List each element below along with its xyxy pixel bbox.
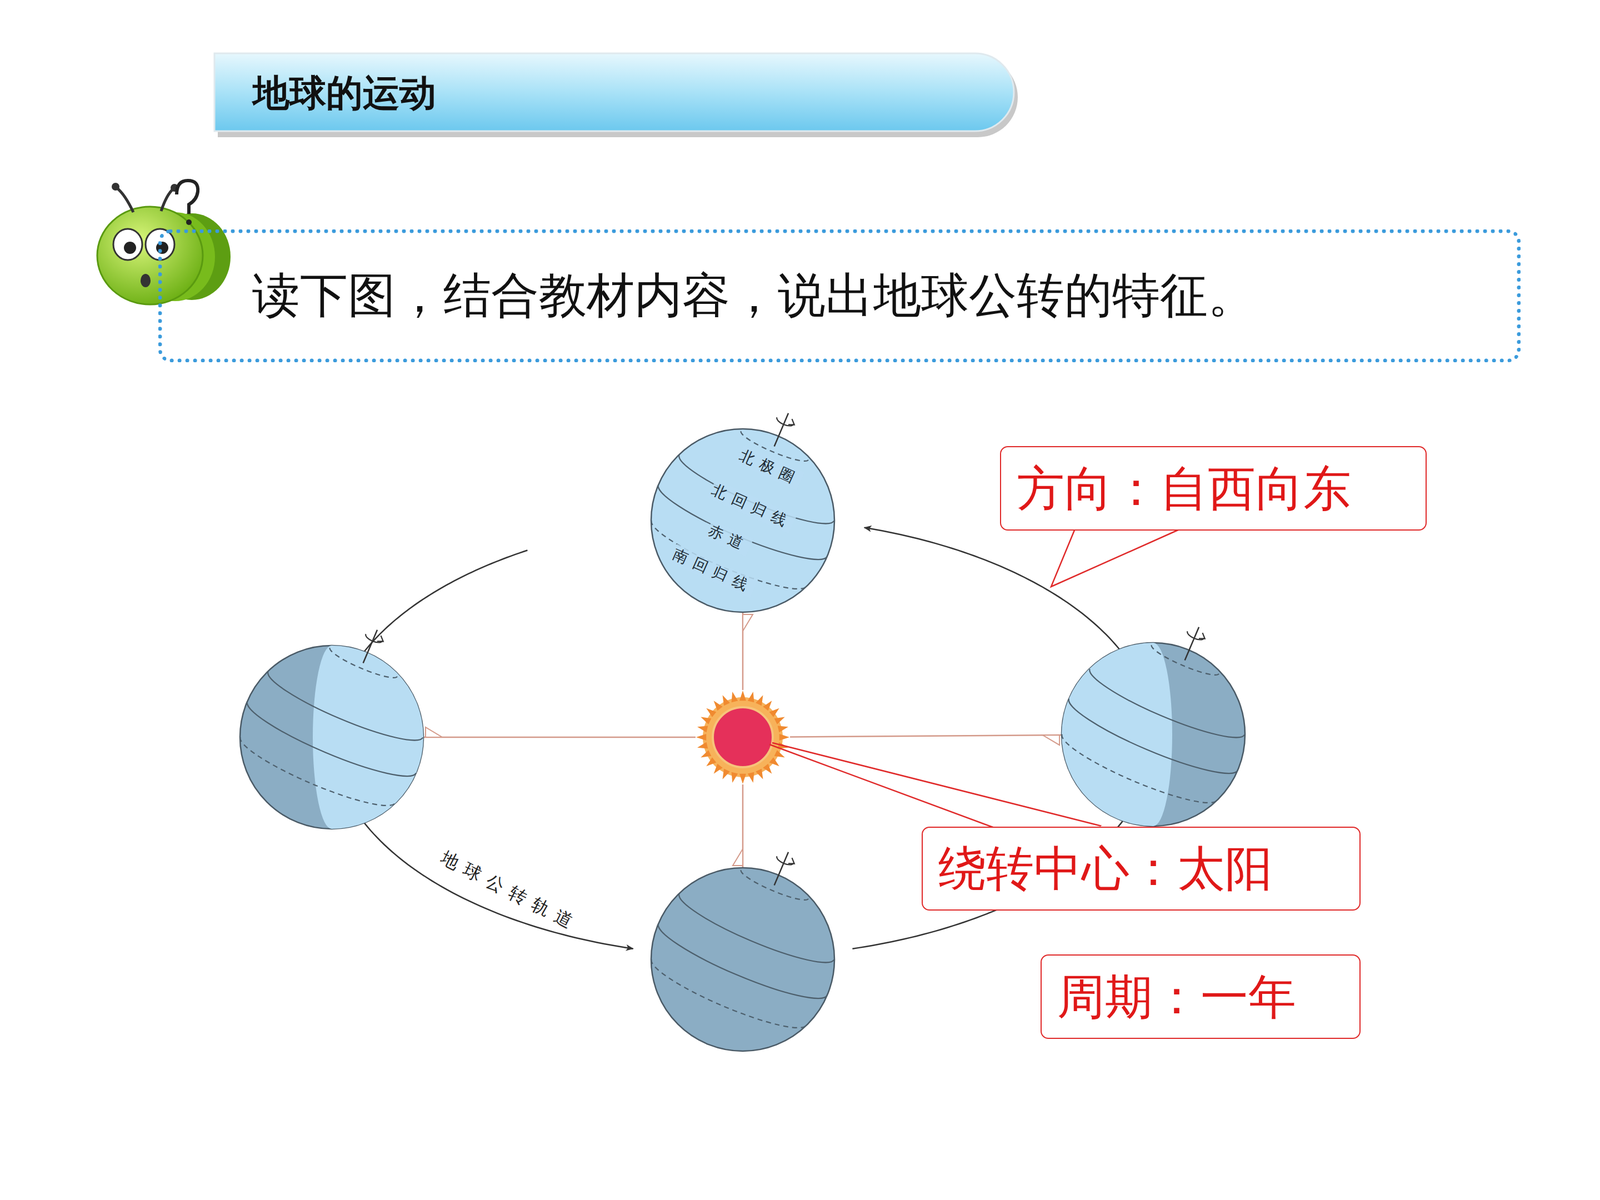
sun-ray [700,750,712,758]
sunlight-mark [1042,735,1060,745]
sun-ray [769,708,780,718]
sun-ray [697,742,708,749]
rotation-arrow [1186,631,1204,642]
sun-ray [700,717,712,725]
latitude-line [673,893,834,974]
sunlight-mark [425,727,443,738]
latitude-line [738,870,809,905]
rotation-arrow-head [377,635,385,644]
sun-ray [755,768,763,780]
callout-box: 周期：一年 [1040,954,1361,1039]
sun-glow [702,697,783,778]
callout-text: 方向：自西向东 [1016,462,1352,515]
rotation-arrow [775,417,794,428]
sun-ray [777,726,789,733]
rotation-arrow-head [1198,632,1207,641]
day-side [312,645,424,829]
sun-ray [762,700,772,711]
earth-globe [240,645,424,829]
day-side [1061,642,1173,827]
earth-left [227,593,462,829]
rotation-arrow-head [788,857,797,866]
question-mark-symbol [176,180,198,214]
sun-ray [779,733,790,741]
leader-line [772,742,1109,828]
slide-title: 地球的运动 [252,71,437,116]
earth-node: 北极圈北回归线赤道南回归线 [651,428,835,613]
callout-text: 绕转中心：太阳 [938,842,1273,895]
leader-line [769,744,995,828]
rotation-arrow [775,856,794,867]
sun-ray [774,750,785,758]
earth-bottom [638,816,873,1052]
sun-ray [769,757,780,767]
sunlight-mark [732,848,743,866]
sun-ray [731,691,739,703]
sun-ray [713,763,723,774]
latitude-line [645,520,807,600]
sun-ray [713,700,723,711]
sun-ray [762,763,772,774]
sun-ray-line [401,736,696,739]
earth-globe [651,867,835,1052]
sun-ray-line [790,735,1084,738]
callout-tail [1051,528,1181,587]
latitude-line [241,701,417,789]
sun-ray [706,757,717,767]
sun-ray [722,768,730,780]
latitude-line [1083,668,1245,749]
latitude-line [234,737,395,817]
sun-ray [747,772,755,783]
sun-ray [739,773,747,784]
sun-ray [739,690,747,701]
sun-ray [774,717,785,725]
sun-ray [755,695,763,706]
sun-ray [722,695,730,706]
sun-ray [697,726,708,733]
sun-ray [706,708,717,718]
latitude-line [1056,734,1217,814]
callout-text: 周期：一年 [1057,970,1297,1024]
latitude-line [645,959,807,1039]
sunlight-mark [742,614,753,632]
callout-box: 绕转中心：太阳 [921,826,1361,911]
earth-globe [1061,642,1245,827]
latitude-line [652,923,828,1011]
latitude-line [1062,698,1238,786]
callout-box: 方向：自西向东 [1000,446,1427,531]
sun [696,690,790,784]
rotation-arrow-head [788,418,797,427]
earth-right [1049,591,1284,827]
sun-ray [747,691,755,703]
title-bar [214,53,1014,132]
latitude-line [1148,645,1219,680]
latitude-line [262,671,423,752]
rotation-arrow [364,633,383,645]
orbit-arc [350,550,528,673]
sun-ray [696,733,707,741]
sun-ray [731,772,739,783]
question-text: 读下图，结合教材内容，说出地球公转的特征。 [252,263,1256,329]
question-box: 读下图，结合教材内容，说出地球公转的特征。 [158,229,1521,363]
caterpillar-icon [97,180,231,305]
orbit-label: 地球公转轨道 [436,846,584,938]
sun-core [712,707,773,768]
earth-globe [651,428,835,613]
latitude-line [327,647,398,683]
